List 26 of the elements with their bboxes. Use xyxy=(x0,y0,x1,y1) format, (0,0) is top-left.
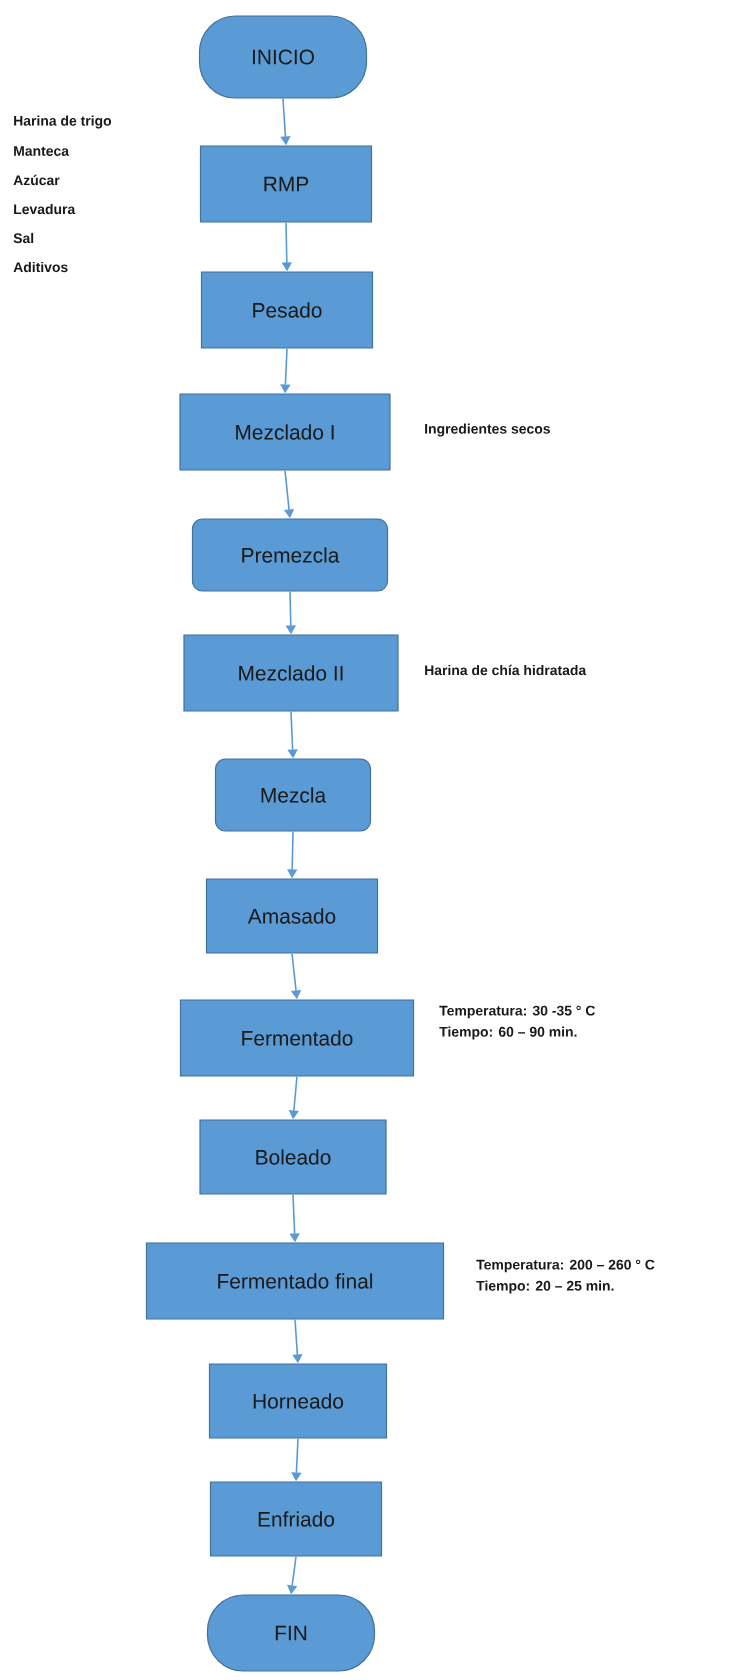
rounded-box: Premezcla xyxy=(191,518,389,592)
process-box: Horneado xyxy=(208,1363,388,1439)
side-note: Temperatura: 200 – 260 ° C xyxy=(476,1259,655,1273)
process-box: Pesado xyxy=(200,271,374,349)
process-box: Mezclado II xyxy=(183,634,399,712)
process-box: Fermentado xyxy=(179,999,415,1077)
process-box: Mezclado I xyxy=(179,393,391,471)
side-note: Ingredientes secos xyxy=(425,423,550,437)
side-note: Harina de chía hidratada xyxy=(425,664,587,676)
process-box: Boleado xyxy=(199,1119,387,1195)
side-note: Tiempo: 20 – 25 min. xyxy=(476,1280,614,1294)
side-note: Temperatura: 30 -35 ° C xyxy=(439,1005,595,1019)
side-note: Sal xyxy=(13,232,34,244)
process-box: Amasado xyxy=(205,878,379,954)
terminal-box: FIN xyxy=(206,1594,376,1672)
side-note: Manteca xyxy=(14,146,70,156)
side-note: Tiempo: 60 – 90 min. xyxy=(439,1026,577,1040)
side-note: Harina de trigo xyxy=(14,115,112,129)
side-note: Azúcar xyxy=(13,174,60,186)
process-box: Enfriado xyxy=(209,1481,383,1557)
process-box: Fermentado final xyxy=(145,1242,445,1320)
process-box: RMP xyxy=(199,145,373,223)
terminal-box: INICIO xyxy=(198,15,368,99)
side-note: Levadura xyxy=(14,203,76,215)
side-note: Aditivos xyxy=(13,261,68,273)
rounded-box: Mezcla xyxy=(214,758,372,832)
